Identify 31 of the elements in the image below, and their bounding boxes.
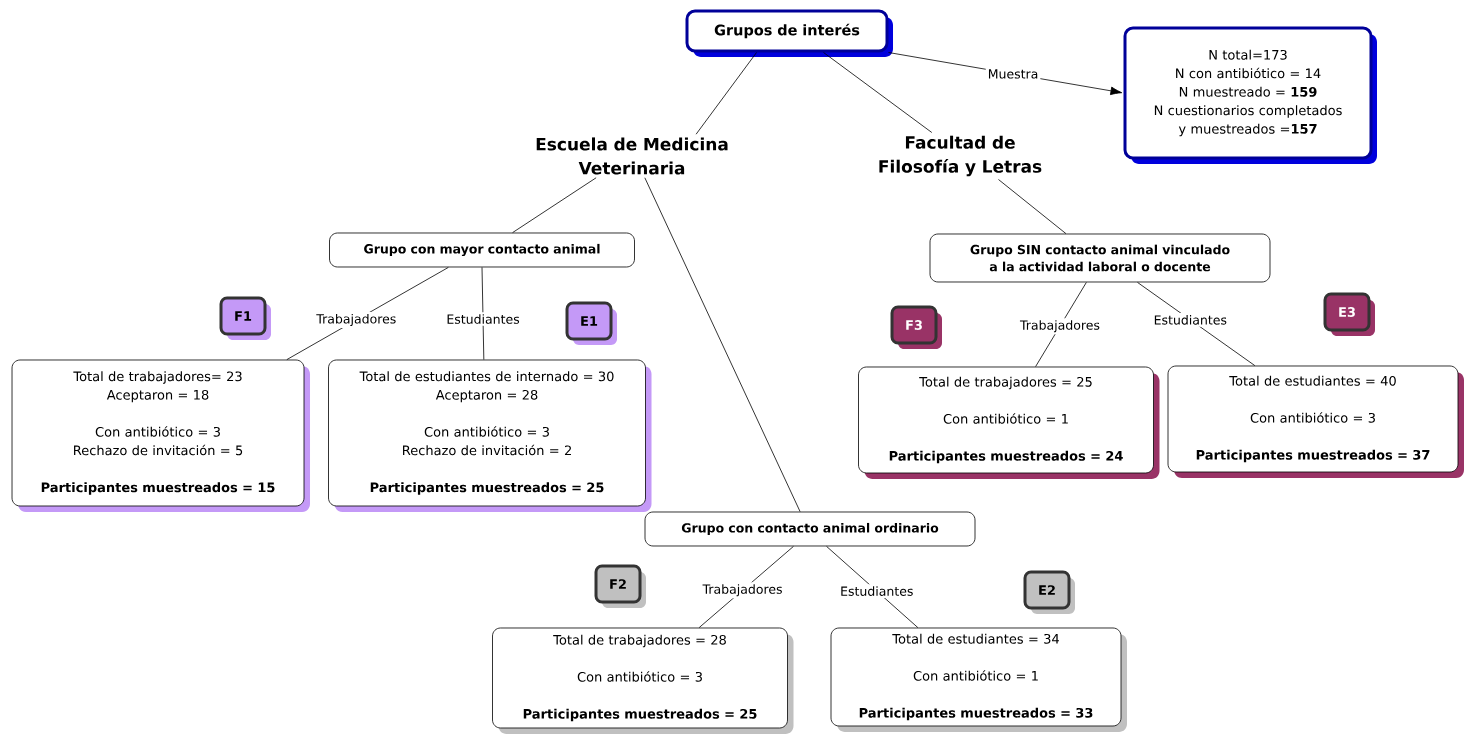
group-box: Grupo SIN contacto animal vinculado a la actividad laboral o docente xyxy=(929,233,1271,283)
connector-line xyxy=(998,179,1067,234)
tag-badge: F2 xyxy=(594,564,646,608)
connector-line xyxy=(823,52,933,133)
tag-badge: E3 xyxy=(1323,292,1375,336)
tag-badge: E2 xyxy=(1023,570,1075,614)
edge-label: Trabajadores xyxy=(314,311,399,328)
summary-box: N total=173 N con antibiótico = 14 N muestreado = 159 N cuestionarios completados y muestreados =157 xyxy=(1123,26,1377,164)
count-box: Total de trabajadores = 25 Con antibiótico = 1 Participantes muestreados = 24 xyxy=(858,366,1160,479)
group-box: Grupo con contacto animal ordinario xyxy=(644,511,976,547)
tag-badge: F1 xyxy=(219,296,271,340)
count-box: Total de estudiantes = 34 Con antibiótico = 1 Participantes muestreados = 33 xyxy=(830,627,1127,732)
heading-text: Escuela de Medicina Veterinaria xyxy=(536,137,728,175)
edge-label: Estudiantes xyxy=(1151,313,1229,327)
connector-line xyxy=(512,177,597,233)
tag-badge: F3 xyxy=(890,305,942,349)
title-box: Grupos de interés xyxy=(685,9,893,57)
connector-line xyxy=(695,52,757,135)
group-box: Grupo con mayor contacto animal xyxy=(329,232,635,268)
edge-label: Estudiantes xyxy=(444,312,522,326)
count-box: Total de trabajadores= 23 Aceptaron = 18 Con antibiótico = 3 Rechazo de invitación = 5 Participantes muestreados = 15 xyxy=(11,359,310,512)
tag-badge: E1 xyxy=(565,301,617,345)
heading-text: Facultad de Filosofía y Letras xyxy=(879,135,1042,177)
connector-line xyxy=(644,177,801,512)
edge-label: Muestra xyxy=(985,67,1041,81)
count-box: Total de estudiantes de internado = 30 Aceptaron = 28 Con antibiótico = 3 Rechazo de invitación = 2 Participantes muestreados = 25 xyxy=(328,359,652,512)
edge-label: Estudiantes xyxy=(838,584,916,598)
edge-label: Trabajadores xyxy=(1018,318,1102,335)
edge-label: Trabajadores xyxy=(700,582,785,599)
count-box: Total de trabajadores = 28 Con antibiótico = 3 Participantes muestreados = 25 xyxy=(492,627,794,734)
count-box: Total de estudiantes = 40 Con antibiótico = 3 Participantes muestreados = 37 xyxy=(1167,365,1464,478)
